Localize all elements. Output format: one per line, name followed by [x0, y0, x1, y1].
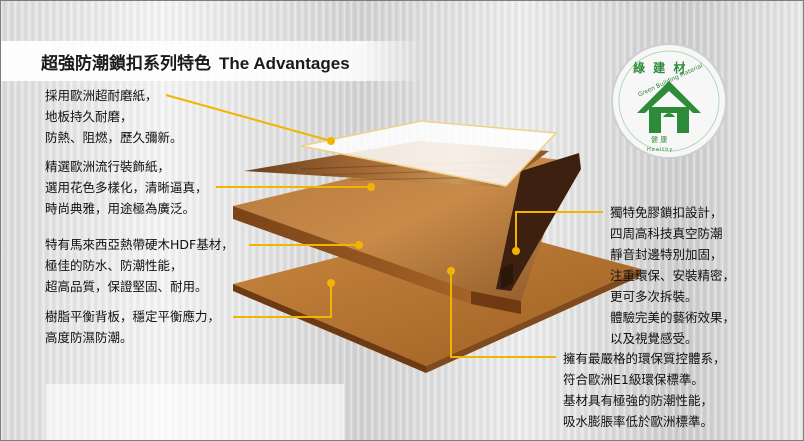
page-title: 超強防潮鎖扣系列特色 The Advantages: [41, 49, 350, 74]
badge-bottom-chars: 健 康: [651, 136, 668, 144]
badge-top-chars: 綠 建 材: [633, 61, 688, 75]
title-en: The Advantages: [219, 54, 350, 73]
bottom-panel: [46, 384, 344, 440]
note-wear-layer: 採用歐洲超耐磨紙， 地板持久耐磨， 防熱、阻燃，歷久彌新。: [45, 88, 183, 145]
callout-lines: [165, 94, 603, 358]
note-decor-paper: 精選歐洲流行裝飾紙， 選用花色多樣化，清晰逼真， 時尚典雅，用途極為廣泛。: [45, 159, 208, 216]
note-hdf-core: 特有馬來西亞熱帶硬木HDF基材， 極佳的防水、防潮性能， 超高品質，保證堅固、耐…: [45, 237, 234, 294]
title-bar: [1, 41, 426, 81]
wear-layer: [300, 120, 558, 187]
title-zh: 超強防潮鎖扣系列特色: [41, 54, 211, 74]
note-environment: 擁有最嚴格的環保質控體系， 符合歐洲E1級環保標準。 基材具有極強的防潮性能， …: [563, 351, 726, 429]
backing-layer: [233, 223, 641, 373]
note-lock-design: 獨特免膠鎖扣設計， 四周高科技真空防潮 靜音封邊特別加固， 注重環保、安裝精密，…: [610, 205, 736, 346]
green-building-badge-icon: [611, 43, 727, 159]
callout-dots: [327, 137, 520, 287]
note-backing: 樹脂平衡背板，穩定平衡應力， 高度防濕防潮。: [45, 309, 221, 345]
badge-bottom-en: Healthy: [647, 147, 674, 153]
